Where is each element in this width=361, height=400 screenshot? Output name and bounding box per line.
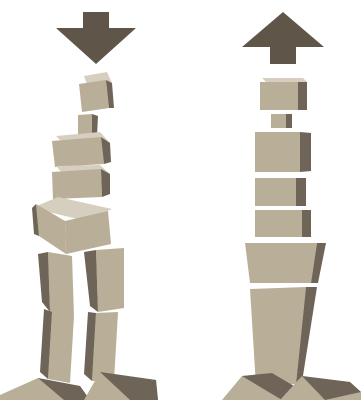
down-arrow-icon — [56, 12, 136, 64]
left-ground-block — [0, 372, 158, 400]
left-thigh-block-a — [38, 252, 74, 316]
up-arrow-icon — [242, 12, 324, 64]
right-neck-block — [271, 114, 292, 128]
right-abdomen-block — [255, 178, 306, 206]
left-panel — [0, 12, 158, 400]
left-neck-block — [78, 114, 98, 137]
right-legs-block — [250, 287, 317, 386]
left-chest-block — [52, 132, 111, 167]
left-shin-block-a — [40, 309, 74, 383]
left-pelvis-block — [32, 197, 112, 254]
right-ground-block — [222, 373, 361, 400]
left-abdomen-block — [52, 165, 110, 199]
left-head-block — [79, 72, 114, 112]
right-panel — [222, 12, 361, 400]
right-head-block — [260, 78, 307, 110]
right-chest-block — [255, 132, 311, 172]
left-shin-block-b — [84, 312, 118, 381]
left-thigh-block-b — [84, 248, 124, 312]
right-lower-abdomen-block — [255, 210, 311, 237]
right-pelvis-block — [245, 243, 326, 283]
